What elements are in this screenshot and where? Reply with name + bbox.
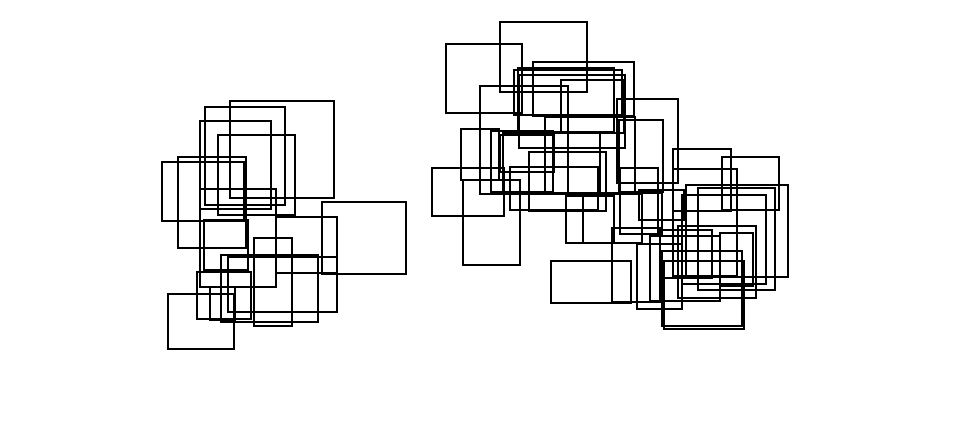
outlined-rectangle [462,179,521,266]
outlined-rectangle [220,254,319,323]
outlined-rectangle [663,260,745,330]
outlined-rectangle [275,216,338,274]
outlined-rectangle [217,134,296,216]
outlined-rectangle [229,100,335,199]
outlined-rectangle [445,43,523,114]
outlined-rectangle [167,293,235,350]
outlined-rectangle [227,256,338,313]
outlined-rectangle [499,134,555,173]
outlined-rectangle [659,229,713,279]
outlined-rectangle [638,189,685,221]
outlined-rectangle [619,192,663,235]
outlined-rectangle [697,187,776,291]
outlined-rectangle [203,219,249,271]
outlined-rectangle [616,98,679,184]
outlined-rectangle [681,194,767,285]
outlined-rectangle [550,260,632,304]
outlined-rectangle [499,21,588,93]
outlined-rectangle [431,167,505,217]
outlined-rectangle [321,201,407,275]
outlined-rectangle [177,156,247,249]
outlined-rectangle [199,120,272,210]
outlined-rectangle [253,237,293,327]
outlined-rectangle [719,232,754,287]
outlined-rectangle [721,156,780,211]
outlined-rectangle [528,151,607,212]
outlined-rectangle [661,250,743,327]
right-cluster [431,21,789,330]
left-cluster [161,100,407,350]
